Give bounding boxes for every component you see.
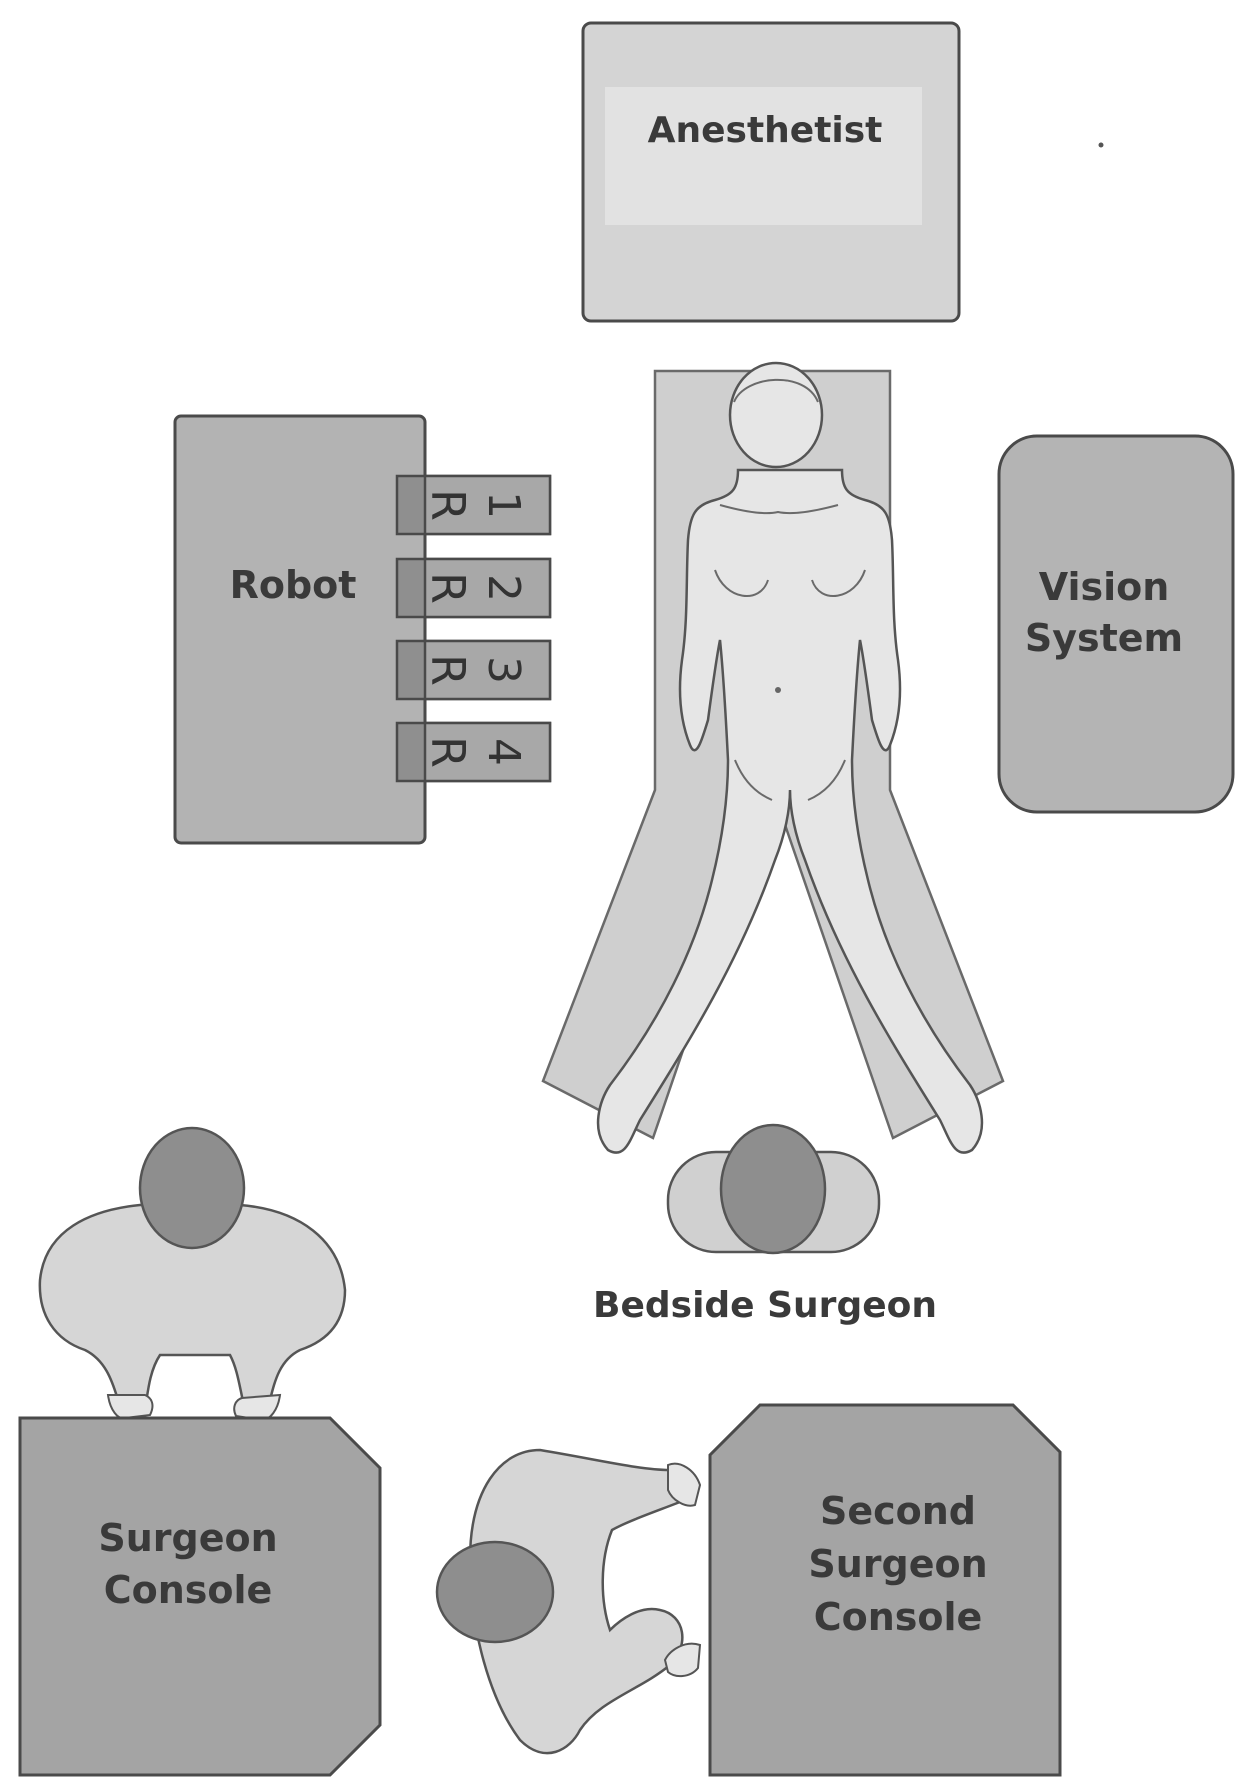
console-surgeon-hand-right [233,1393,282,1422]
second-surgeon-console-label-line3: Console [814,1595,983,1639]
surgeon-console-box [18,1416,382,1777]
robot-unit: Robot R 1 R 2 R 3 R 4 [173,414,552,845]
surgeon-console-label-line2: Console [104,1568,273,1612]
second-surgeon-console-label-line1: Second [820,1489,976,1533]
robot-arm-2-number: 2 [478,574,529,602]
second-surgeon-console-label-line2: Surgeon [808,1542,987,1586]
robot-arm-1-number: 1 [478,491,529,519]
anesthetist-station: Anesthetist [581,21,961,323]
surgeon-console: Surgeon Console [18,1416,382,1777]
patient-hip-left [734,759,773,801]
vision-system-label-line2: System [1025,616,1183,660]
surgeon-console-label-line1: Surgeon [98,1516,277,1560]
second-surgeon-hand-bottom [663,1642,702,1678]
patient-collarbones [719,504,839,515]
robot-arm-2-letter: R [421,572,475,604]
robot-arm-3-letter: R [421,654,475,686]
robot-arm-2: R 2 [395,557,552,619]
anesthetist-inner-panel [605,87,922,225]
console-surgeon-head [138,1126,246,1250]
stray-dot [1098,142,1104,148]
second-surgeon-hand-top [667,1462,702,1507]
robot-body [173,414,427,845]
patient-hip-right [807,759,846,801]
patient-body [596,468,984,1154]
second-surgeon-figure [435,1448,702,1755]
robot-label: Robot [230,563,357,607]
vision-system: Vision System [997,434,1235,814]
second-surgeon-head [435,1540,555,1644]
patient-head [728,361,824,469]
bedside-surgeon-head [719,1123,827,1255]
console-surgeon-hand-left [106,1394,154,1420]
anesthetist-label: Anesthetist [648,110,883,151]
bedside-surgeon-label: Bedside Surgeon [593,1285,937,1326]
patient-chest-left [714,569,769,597]
robot-arm-1-letter: R [421,489,475,521]
second-surgeon-console: Second Surgeon Console [708,1403,1062,1777]
robot-arm-1: R 1 [395,474,552,536]
robot-arm-3-number: 3 [478,656,529,684]
vision-system-box [997,434,1235,814]
robot-arm-3: R 3 [395,639,552,701]
console-surgeon-figure [38,1126,347,1422]
patient-figure [596,361,984,1154]
robot-arm-4: R 4 [395,721,552,783]
patient-chest-right [811,569,866,597]
patient-navel [775,687,781,693]
bedside-surgeon: Bedside Surgeon [593,1123,937,1326]
robot-arm-4-letter: R [421,736,475,768]
vision-system-label-line1: Vision [1039,565,1170,609]
second-surgeon-console-box [708,1403,1062,1777]
robot-arm-4-number: 4 [478,738,529,766]
patient-hairline [733,378,819,403]
